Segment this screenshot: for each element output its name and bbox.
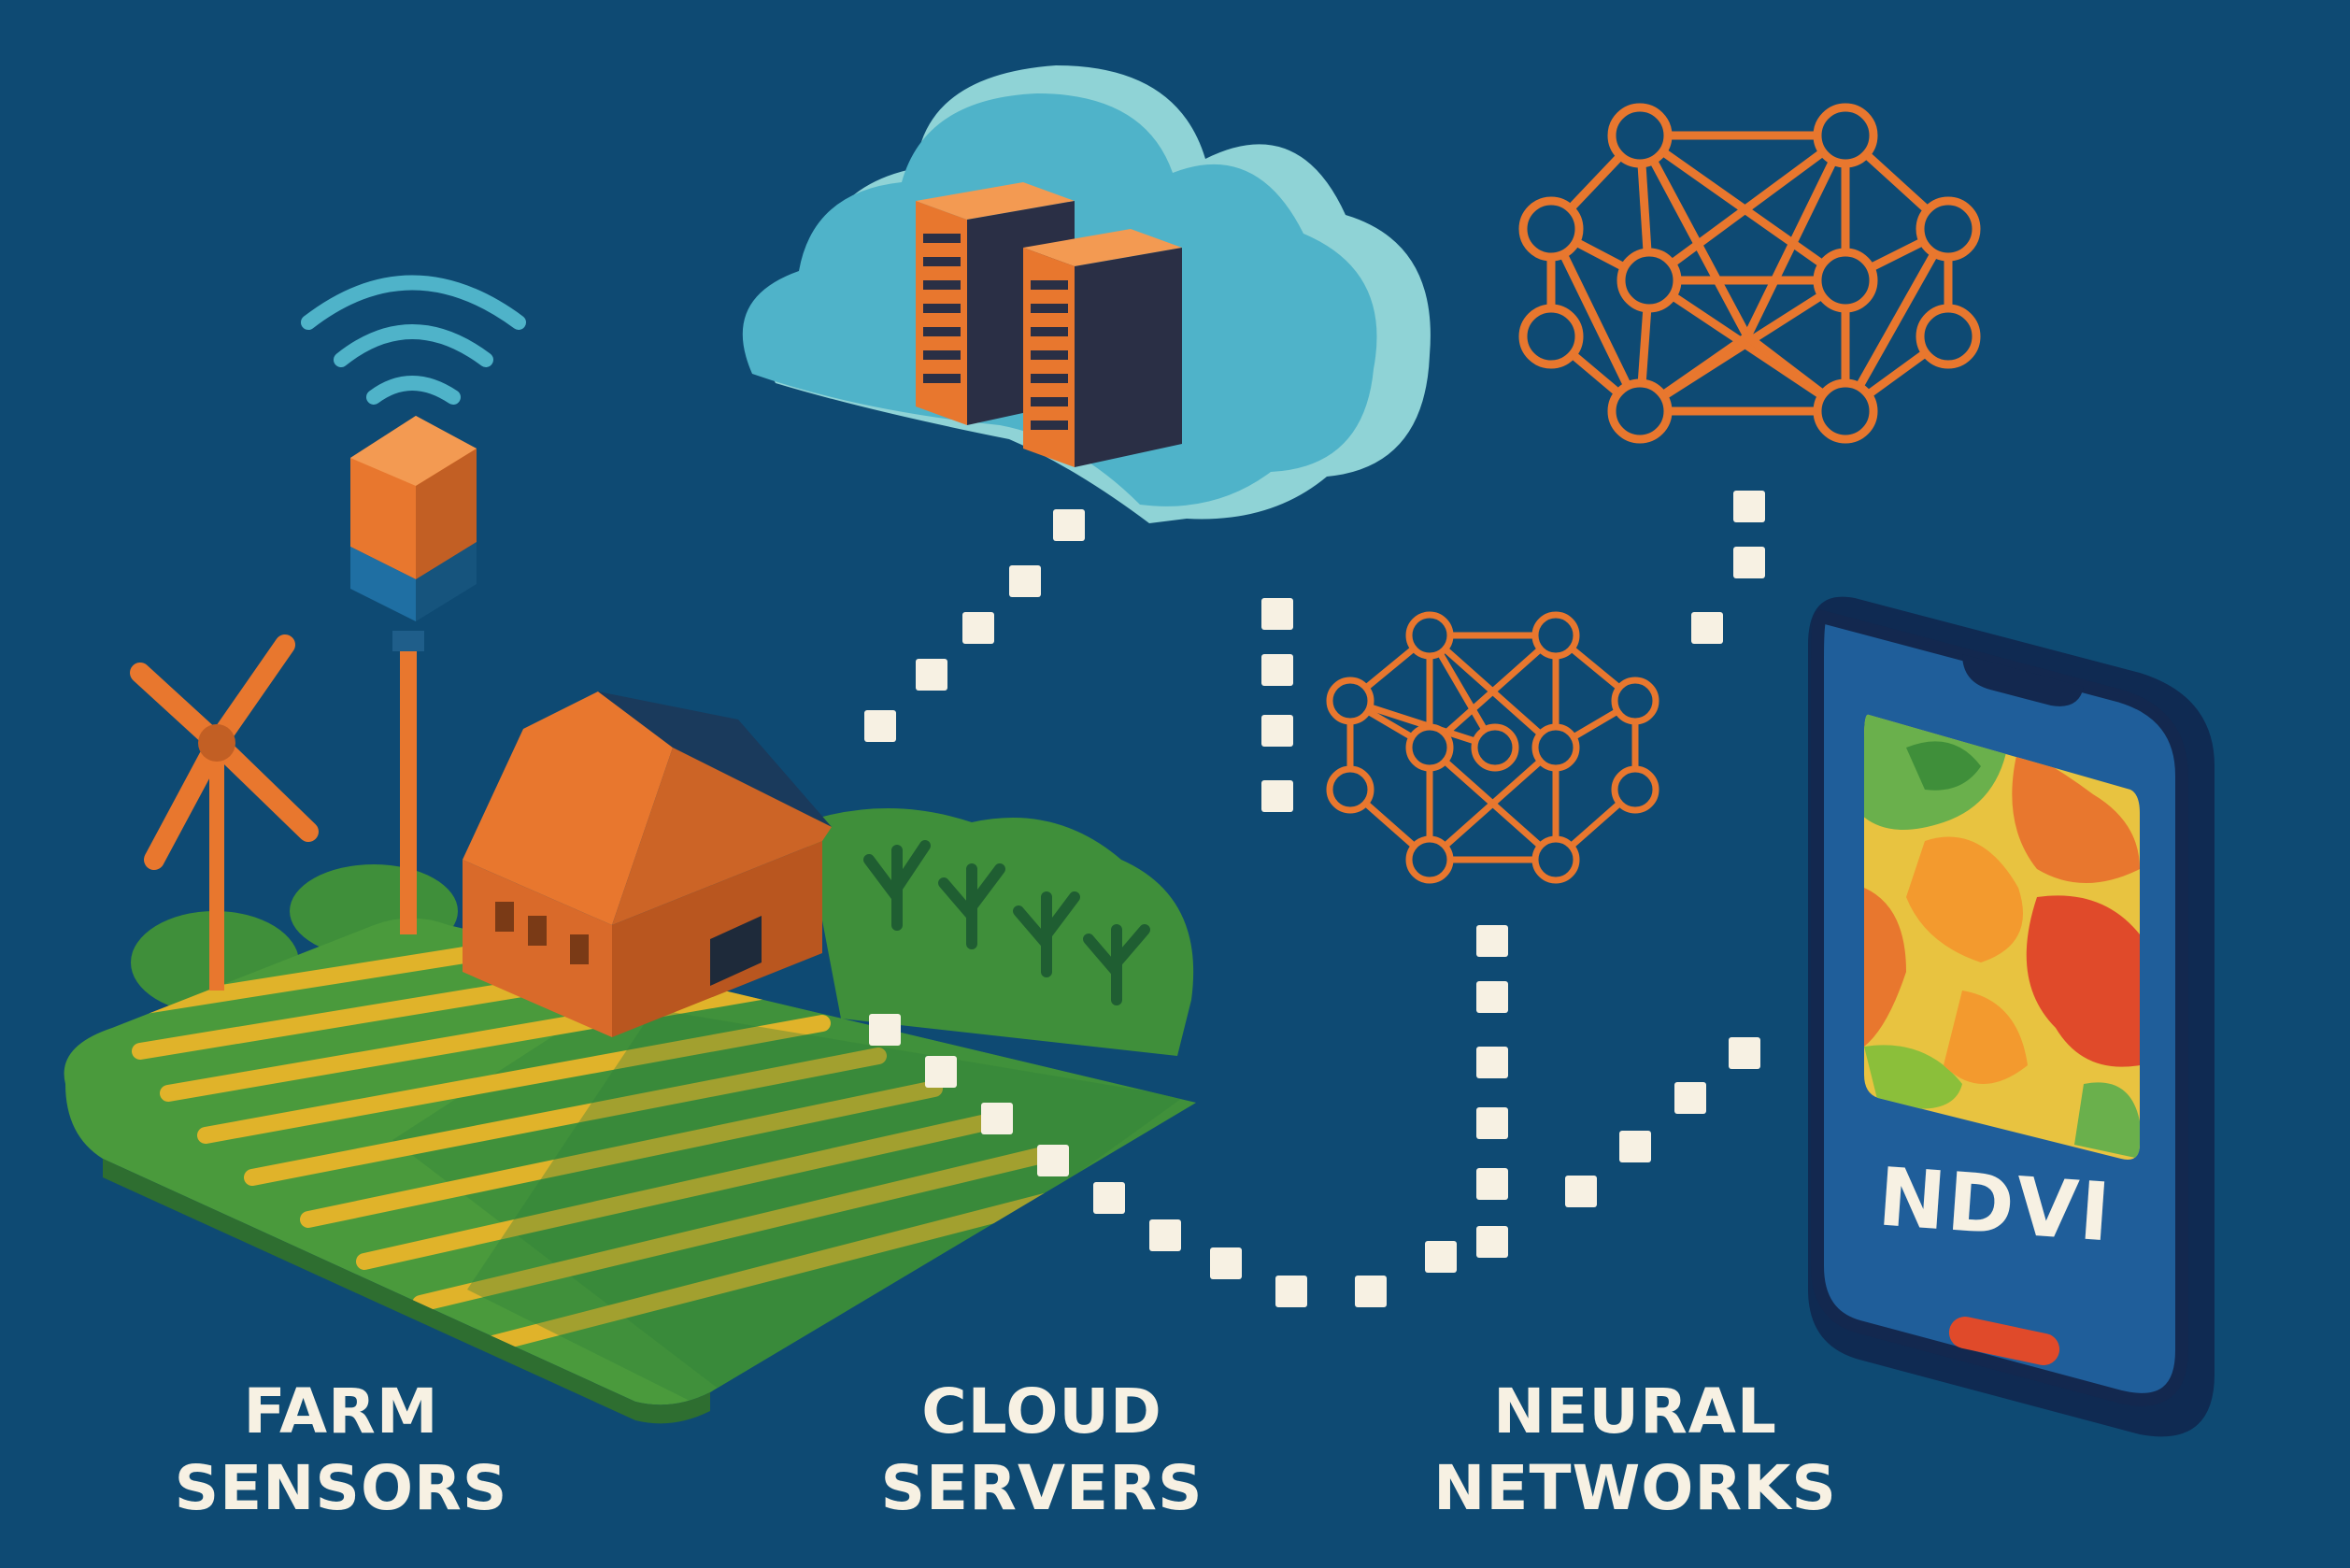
barn-icon bbox=[463, 691, 832, 1037]
cloud-label-line1: CLOUD bbox=[921, 1376, 1162, 1447]
sensor-icon bbox=[350, 416, 477, 934]
wifi-icon bbox=[301, 275, 526, 405]
farm-sensors-label: FARM SENSORS bbox=[140, 1374, 542, 1527]
cloud-servers-label: CLOUD SERVERS bbox=[841, 1374, 1243, 1527]
neural-networks-label: NEURAL NETWORKS bbox=[1402, 1374, 1869, 1527]
data-flow-dots bbox=[864, 491, 1765, 1307]
neural-label-line1: NEURAL bbox=[1493, 1376, 1777, 1447]
neural-network-icon bbox=[1518, 103, 1981, 444]
cloud-label-line2: SERVERS bbox=[880, 1452, 1203, 1524]
neural-network-icon bbox=[1326, 611, 1659, 884]
farm-label-line2: SENSORS bbox=[174, 1452, 508, 1524]
wind-turbine-icon bbox=[130, 634, 319, 991]
server-icon bbox=[1023, 229, 1182, 467]
ndvi-map-icon bbox=[1864, 714, 2140, 1160]
ndvi-screen-label: NDVI bbox=[1874, 1150, 2115, 1261]
tree-icon bbox=[131, 808, 1194, 1056]
neural-label-line2: NETWORKS bbox=[1433, 1452, 1837, 1524]
farm-label-line1: FARM bbox=[243, 1376, 439, 1447]
